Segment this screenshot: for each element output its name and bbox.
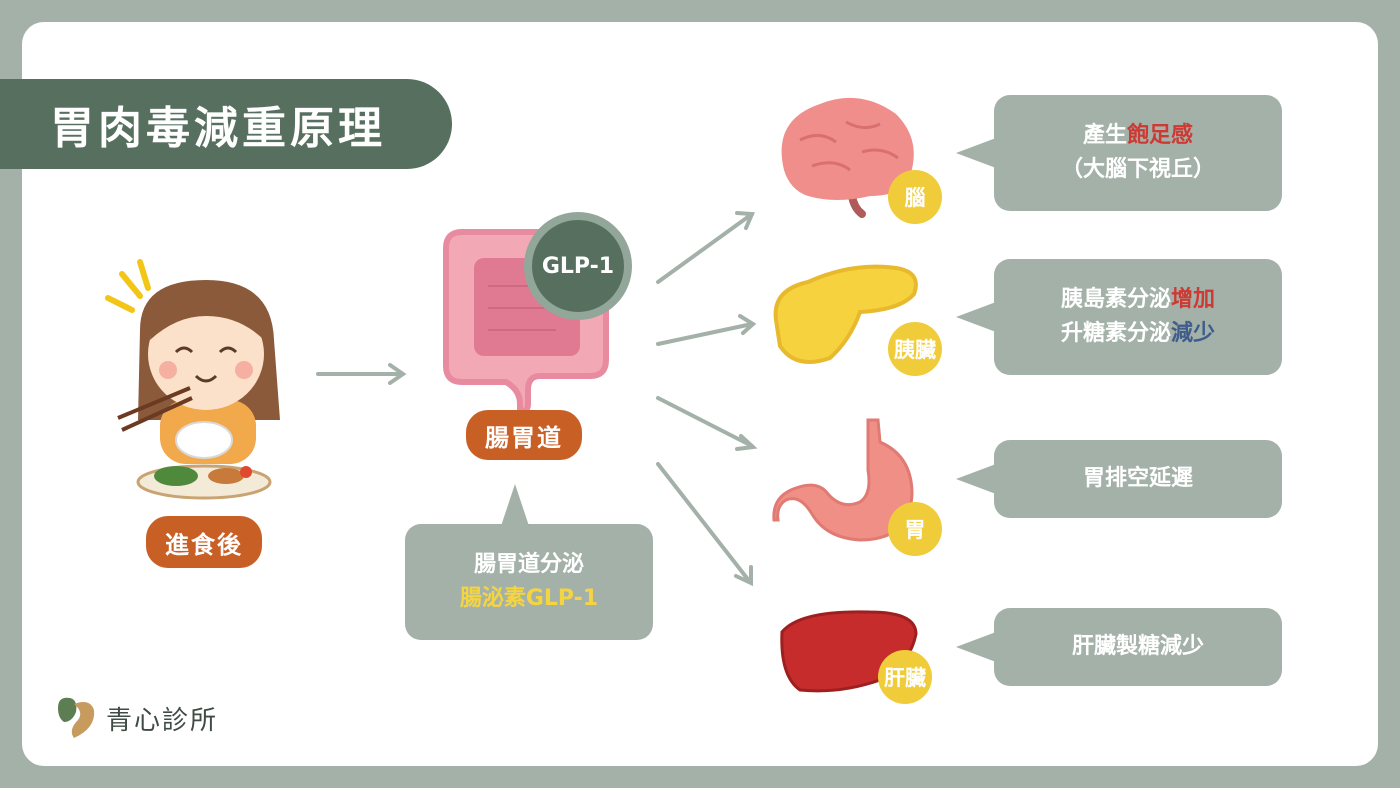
arrow-gut-to-liver [656, 462, 753, 587]
liver-effect-bubble: 肝臟製糖減少 [956, 608, 1282, 686]
glp1-badge: GLP-1 [524, 212, 632, 320]
pancreas-effect-line1: 胰島素分泌增加 [1060, 287, 1216, 312]
organ-badge-liver: 肝臟 [878, 650, 932, 704]
gut-secretion-bubble: 腸胃道分泌 腸泌素GLP-1 [405, 484, 653, 640]
gut-label: 腸胃道 [466, 410, 582, 460]
pancreas-effect-bubble: 胰島素分泌增加 升糖素分泌減少 [956, 259, 1282, 375]
arrow-gut-to-pancreas [656, 314, 757, 346]
pancreas-illustration [773, 264, 918, 364]
flow-arrows [316, 211, 758, 587]
organ-badge-brain: 腦 [888, 170, 942, 224]
brain-effect-bubble: 產生飽足感 （大腦下視丘） [956, 95, 1282, 211]
stomach-effect-text: 胃排空延遲 [1082, 466, 1193, 491]
page-title: 胃肉毒減重原理 [0, 79, 452, 169]
arrow-gut-to-brain [656, 211, 755, 284]
girl-eating-illustration [105, 259, 280, 500]
clinic-logo-mark [58, 697, 95, 738]
arrow-person-to-gut [316, 363, 407, 385]
stomach-effect-bubble: 胃排空延遲 [956, 440, 1282, 518]
gut-bubble-line1: 腸胃道分泌 [473, 552, 584, 577]
clinic-logo-text: 青心診所 [106, 706, 219, 736]
brain-effect-line2: （大腦下視丘） [1060, 157, 1215, 182]
organ-badge-stomach: 胃 [888, 502, 942, 556]
brain-illustration [781, 97, 914, 218]
liver-effect-text: 肝臟製糖減少 [1071, 634, 1204, 659]
arrow-gut-to-stomach [656, 396, 758, 451]
gut-bubble-line2: 腸泌素GLP-1 [459, 586, 599, 611]
organ-badge-pancreas: 胰臟 [888, 322, 942, 376]
person-label: 進食後 [146, 516, 262, 568]
pancreas-effect-line2: 升糖素分泌減少 [1060, 321, 1216, 346]
brain-effect-line1: 產生飽足感 [1082, 123, 1194, 148]
